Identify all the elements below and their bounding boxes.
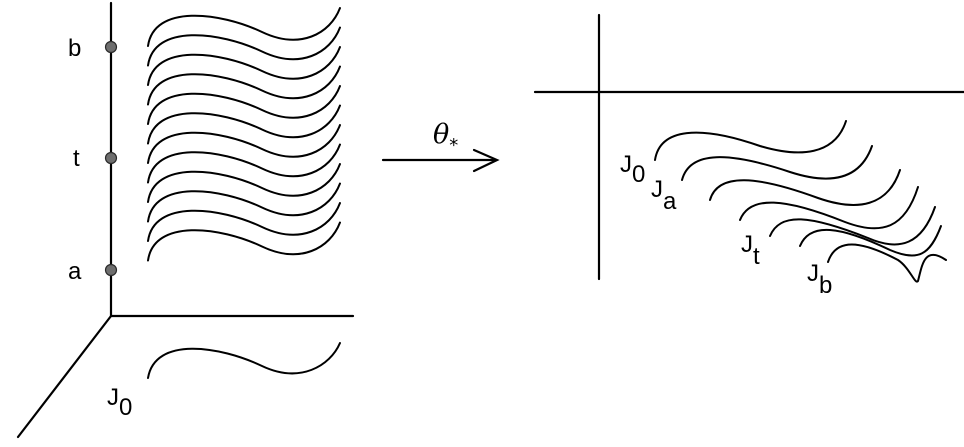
label-t: t (73, 145, 80, 172)
family-curve (147, 182, 341, 223)
label-j0-right: J0 (620, 151, 645, 188)
image-curve-3 (709, 169, 901, 206)
label-jt: Jt (741, 231, 760, 270)
family-curve (147, 163, 341, 203)
axis-points: b t a (68, 35, 118, 285)
image-curve-6 (799, 225, 942, 257)
arrow-head (472, 148, 500, 173)
right-axes (533, 13, 964, 281)
family-curve (147, 104, 341, 145)
image-curve-4 (739, 186, 919, 230)
base-curve (147, 342, 341, 379)
label-a: a (68, 258, 82, 285)
point-a (104, 263, 118, 277)
family-curve (147, 202, 341, 242)
map-arrow: θ* (381, 119, 500, 173)
label-b: b (68, 35, 81, 62)
label-jb: Jb (807, 260, 832, 299)
image-curve-labels: J0 Ja Jt Jb (620, 151, 832, 299)
image-curve-2 (681, 145, 873, 181)
curve-family (147, 7, 341, 262)
family-curve (147, 124, 341, 164)
arrow-label: θ* (433, 119, 458, 156)
family-curve (147, 26, 341, 67)
image-curve-7 (827, 243, 947, 283)
family-curve (147, 143, 341, 184)
image-curves (654, 120, 947, 283)
point-b (104, 40, 118, 54)
depth-axis (16, 314, 113, 439)
image-curve-5 (769, 206, 936, 246)
image-curve-1 (654, 120, 847, 161)
label-ja: Ja (651, 176, 677, 215)
family-curve (147, 65, 341, 106)
family-curve (147, 85, 341, 125)
base-curve-label: J0 (107, 384, 132, 421)
family-curve (147, 46, 341, 86)
family-curve (147, 221, 341, 262)
family-curve (147, 7, 341, 47)
point-t (104, 151, 118, 165)
